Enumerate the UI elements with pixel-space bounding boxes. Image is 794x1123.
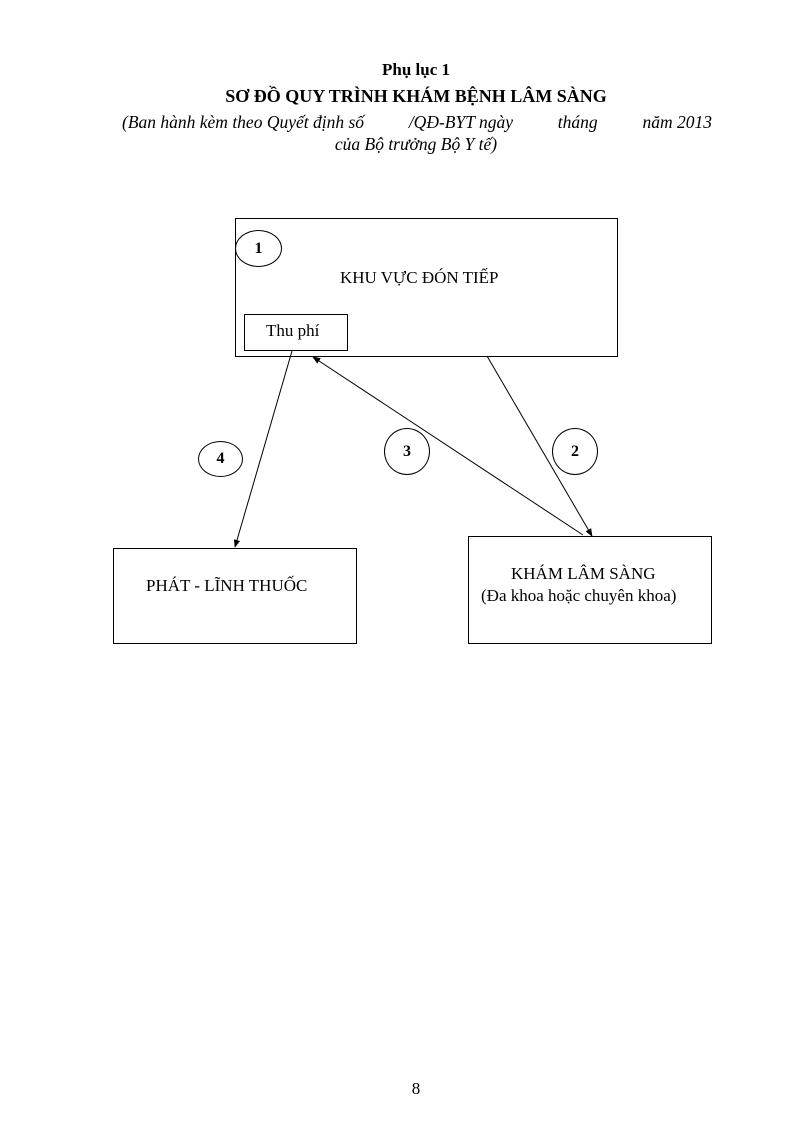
subtitle-line-1: (Ban hành kèm theo Quyết định số /QĐ-BYT…	[122, 112, 712, 133]
subtitle-part: (Ban hành kèm theo Quyết định số	[122, 112, 365, 132]
appendix-label: Phụ lục 1	[381, 60, 451, 79]
step-2-circle: 2	[552, 428, 598, 475]
arrow-step-3	[312, 356, 584, 536]
arrow-step-4	[233, 350, 293, 548]
subtitle-part: tháng	[557, 112, 598, 132]
exam-box	[468, 536, 712, 644]
step-1-circle: 1	[235, 230, 282, 267]
page-number: 8	[411, 1079, 421, 1098]
subtitle-part: /QĐ-BYT ngày	[408, 112, 514, 132]
exam-sublabel: (Đa khoa hoặc chuyên khoa)	[481, 586, 677, 605]
page-title: SƠ ĐỒ QUY TRÌNH KHÁM BỆNH LÂM SÀNG	[225, 86, 607, 106]
fee-box	[244, 314, 348, 351]
arrow-step-2	[486, 355, 593, 537]
step-3-circle: 3	[384, 428, 430, 475]
fee-label: Thu phí	[266, 321, 320, 340]
subtitle-line-2: của Bộ trưởng Bộ Y tế)	[334, 134, 498, 154]
exam-label: KHÁM LÂM SÀNG	[511, 564, 656, 583]
reception-label: KHU VỰC ĐÓN TIẾP	[340, 268, 499, 287]
reception-box	[235, 218, 618, 357]
dispense-label: PHÁT - LĨNH THUỐC	[146, 576, 308, 595]
step-4-circle: 4	[198, 441, 243, 477]
subtitle-part: năm 2013	[642, 112, 712, 132]
dispense-box	[113, 548, 357, 644]
